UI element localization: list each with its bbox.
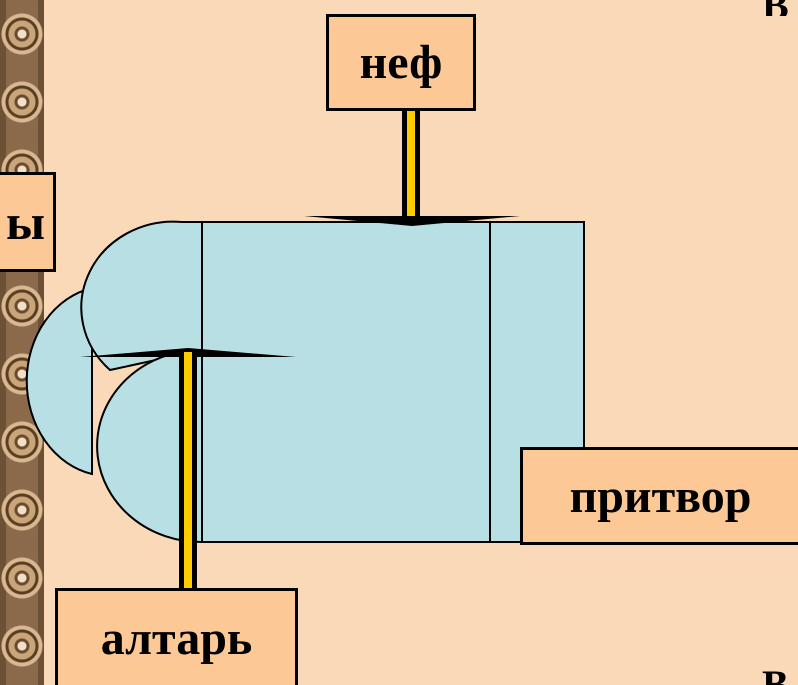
apse-lower	[96, 351, 203, 544]
corner-glyph-bottom: В	[762, 665, 798, 685]
altar-pointer	[80, 348, 296, 590]
altar-label: алтарь	[55, 588, 298, 685]
partial-label: ы	[0, 172, 56, 272]
corner-glyph-top: В	[762, 0, 798, 16]
apse-upper	[80, 220, 203, 372]
narthex-label: притвор	[520, 447, 798, 545]
nave-label: неф	[326, 14, 476, 111]
nave-pointer	[304, 111, 520, 226]
apse-left	[25, 286, 93, 476]
nave-body	[201, 221, 491, 543]
